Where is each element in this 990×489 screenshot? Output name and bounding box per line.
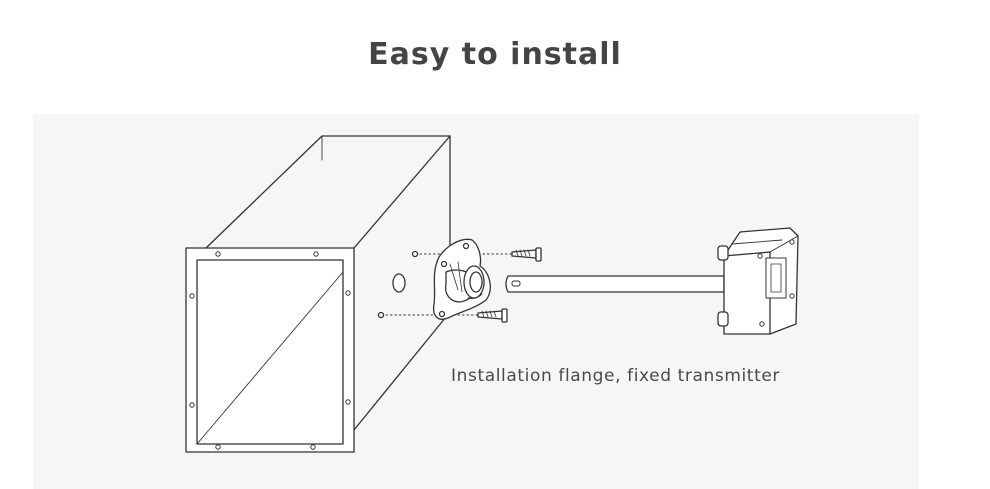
duct-top-right-edge bbox=[353, 135, 451, 249]
mounting-flange bbox=[432, 238, 491, 320]
wall-anchor-bottom bbox=[377, 311, 385, 319]
wall-anchor-top bbox=[411, 250, 419, 258]
screw-top bbox=[511, 247, 542, 262]
duct-box bbox=[185, 135, 451, 453]
duct-diagonal bbox=[196, 271, 344, 445]
duct-top-edges bbox=[205, 135, 451, 313]
duct-flange-inner bbox=[196, 259, 344, 445]
flange-bolt-holes bbox=[189, 251, 351, 450]
duct-flange-outer bbox=[185, 247, 355, 453]
cable-gland-top bbox=[717, 245, 729, 261]
diagram-caption: Installation flange, fixed transmitter bbox=[451, 366, 780, 386]
cable-gland-bottom bbox=[717, 311, 729, 327]
transmitter-housing bbox=[717, 227, 799, 335]
duct-bottom-right-edge bbox=[353, 311, 451, 431]
page-title: Easy to install bbox=[368, 37, 622, 72]
screw-bottom bbox=[477, 308, 508, 323]
probe-rod bbox=[505, 275, 725, 293]
gasket-washer bbox=[392, 273, 406, 293]
